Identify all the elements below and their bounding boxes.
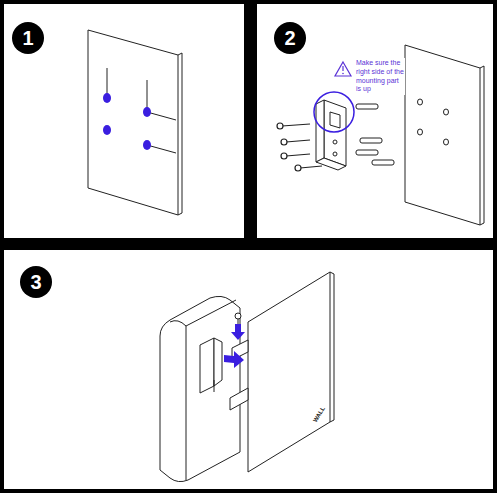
wall-plate bbox=[88, 30, 182, 215]
drill-dots bbox=[103, 93, 151, 150]
marking-lines bbox=[107, 68, 176, 153]
screws bbox=[277, 123, 322, 171]
screw bbox=[235, 313, 241, 324]
device-hook bbox=[200, 338, 222, 393]
wall-plate bbox=[405, 45, 484, 225]
device-body bbox=[160, 296, 240, 481]
direction-arrows bbox=[224, 324, 245, 368]
wall-plate bbox=[248, 272, 334, 472]
holes bbox=[418, 99, 449, 145]
panel bbox=[4, 4, 244, 238]
wall-anchors bbox=[356, 104, 394, 165]
callout-number: 1 bbox=[12, 22, 44, 54]
warning-note: Make sure the right side of the mounting… bbox=[355, 58, 405, 95]
highlight-circle bbox=[314, 92, 354, 132]
callout-number: 2 bbox=[274, 22, 306, 54]
mounting-bracket bbox=[316, 100, 346, 170]
warning-icon bbox=[335, 62, 351, 76]
wall-bracket bbox=[230, 340, 248, 410]
panel bbox=[257, 4, 493, 238]
panel bbox=[4, 250, 493, 489]
callout-number: 3 bbox=[20, 266, 52, 298]
